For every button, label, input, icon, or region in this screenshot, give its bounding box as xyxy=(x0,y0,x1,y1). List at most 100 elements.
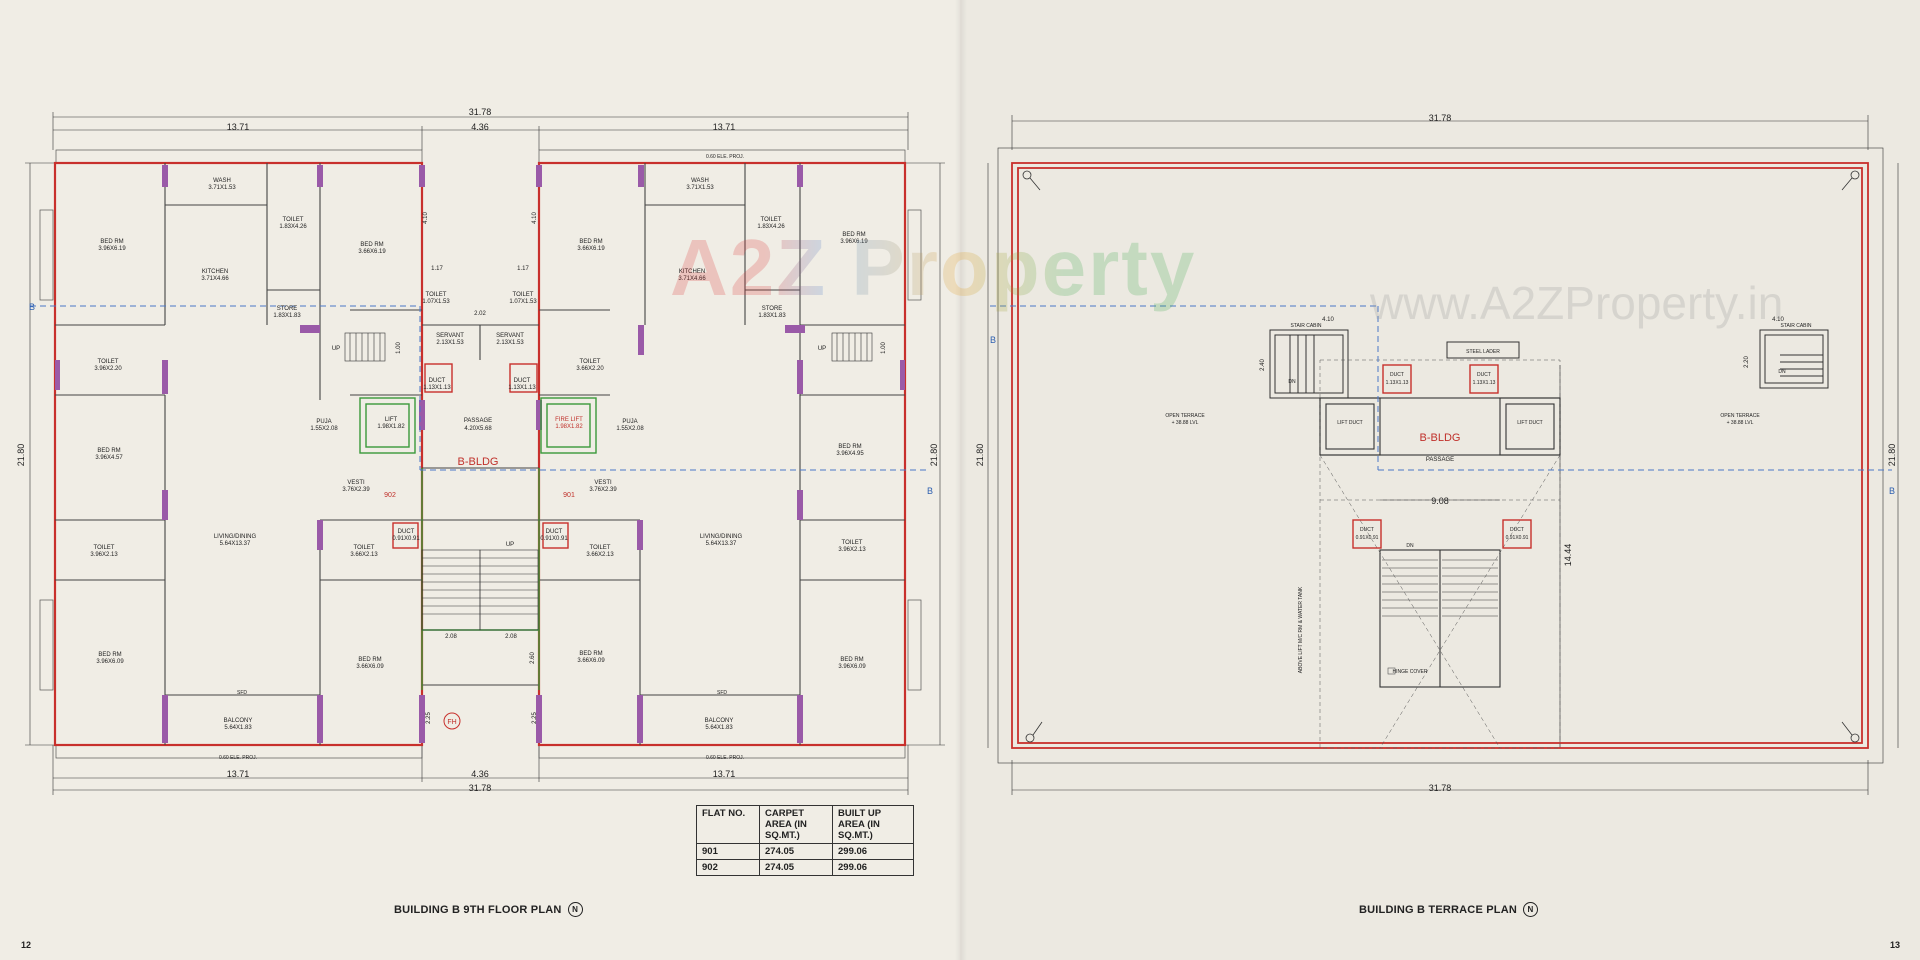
dim-100-right: 1.00 xyxy=(881,342,887,354)
room-size: 1.83X1.83 xyxy=(758,313,786,319)
terrace-section-marker-right: B xyxy=(1889,486,1895,496)
open-terrace-right-label: OPEN TERRACE + 38.88 LVL xyxy=(1720,413,1760,426)
room-size: 3.71X1.53 xyxy=(686,185,714,191)
north-arrow-icon: N xyxy=(567,902,583,917)
ninth-floor-plan-drawing: 31.78 13.71 4.36 13.71 13.71 4.36 13.71 … xyxy=(16,107,945,795)
room-size: 5.64X13.37 xyxy=(220,541,251,547)
flat-901-room-label: BED RM3.96X4.95 xyxy=(836,444,864,457)
open-terrace-left-label: OPEN TERRACE + 38.88 LVL xyxy=(1165,413,1205,426)
room-size: 1.55X2.08 xyxy=(310,426,338,432)
stair-cabin-label-right: STAIR CABIN xyxy=(1780,323,1811,329)
table-row: 902 274.05 299.06 xyxy=(696,859,914,876)
room-size: 3.96X6.09 xyxy=(838,664,866,670)
left-plan-title: BUILDING B 9TH FLOOR PLAN N xyxy=(394,902,583,917)
room-name: BALCONY xyxy=(224,718,253,724)
room-size: 2.13X1.53 xyxy=(436,340,464,346)
room-size: 3.71X4.66 xyxy=(201,276,229,282)
room-size: 3.66X6.09 xyxy=(577,658,605,664)
above-lift-label: ABOVE LIFT M/C RM & WATER TANK xyxy=(1298,586,1304,673)
room-name: BED RM xyxy=(838,444,861,450)
section-line xyxy=(30,305,930,471)
table-cell: 299.06 xyxy=(832,843,914,860)
room-name: BED RM xyxy=(97,448,120,454)
room-name: LIVING/DINING xyxy=(214,534,257,540)
room-size: 1.55X2.08 xyxy=(616,426,644,432)
page-number-left: 12 xyxy=(21,940,32,950)
room-name: BED RM xyxy=(579,239,602,245)
room-name: BED RM xyxy=(579,651,602,657)
table-header: FLAT NO. xyxy=(696,805,760,844)
structural-columns xyxy=(55,165,905,743)
dim-410-right: 4.10 xyxy=(532,212,538,224)
room-size: 3.76X2.39 xyxy=(589,487,617,493)
steel-ladder-label: STEEL LADER xyxy=(1466,349,1500,355)
room-size: 1.83X1.83 xyxy=(273,313,301,319)
room-size: 3.96X2.20 xyxy=(94,366,122,372)
table-header: CARPET AREA (IN SQ.MT.) xyxy=(759,805,833,844)
room-size: 3.66X6.19 xyxy=(577,246,605,252)
room-name: VESTI xyxy=(594,480,612,486)
terrace-dim-1444: 14.44 xyxy=(1563,544,1573,567)
terrace-dim-410-left: 4.10 xyxy=(1322,317,1334,323)
flat-901-room-label: BED RM3.96X6.19 xyxy=(840,232,868,245)
room-name: DUCT xyxy=(398,529,415,535)
room-name: VESTI xyxy=(347,480,365,486)
stair-up-core: UP xyxy=(506,542,514,548)
flat-902-room-label: BED RM3.96X6.09 xyxy=(96,652,124,665)
terrace-ducts xyxy=(1352,364,1532,549)
room-size: 1.83X4.26 xyxy=(279,224,307,230)
dim-core-width-bottom: 4.36 xyxy=(471,769,489,779)
dim-core-width: 4.36 xyxy=(471,122,489,132)
room-name: BED RM xyxy=(360,242,383,248)
room-size: 1.07X1.53 xyxy=(509,299,537,305)
room-size: 0.91X0.91 xyxy=(392,536,420,542)
dim-flat-width-left-bottom: 13.71 xyxy=(227,769,250,779)
top-dimension-lines xyxy=(25,112,945,795)
terrace-dim-908: 9.08 xyxy=(1431,496,1449,506)
svg-text:0.91X0.91: 0.91X0.91 xyxy=(1356,535,1379,541)
room-size: 1.83X4.26 xyxy=(757,224,785,230)
room-size: 5.64X1.83 xyxy=(224,725,252,731)
flat-area-table: FLAT NO. CARPET AREA (IN SQ.MT.) BUILT U… xyxy=(696,805,914,876)
room-size: 1.98X1.82 xyxy=(555,424,583,430)
room-size: 1.13X1.13 xyxy=(423,385,451,391)
svg-text:1.13X1.13: 1.13X1.13 xyxy=(1473,380,1496,386)
room-size: 3.66X6.19 xyxy=(358,249,386,255)
room-name: BALCONY xyxy=(705,718,734,724)
room-name: KITCHEN xyxy=(679,269,705,275)
svg-text:+ 38.88 LVL: + 38.88 LVL xyxy=(1172,420,1199,426)
room-name: PUJA xyxy=(622,419,637,425)
page-gutter xyxy=(955,0,967,960)
room-size: 3.71X1.53 xyxy=(208,185,236,191)
room-name: DUCT xyxy=(546,529,563,535)
interior-walls xyxy=(55,163,905,745)
flat-number-902: 902 xyxy=(384,492,396,499)
watermark-brand: A2Z Property xyxy=(670,223,1197,312)
room-name: STORE xyxy=(277,306,298,312)
dim-100-left: 1.00 xyxy=(396,342,402,354)
room-size: 0.91X0.91 xyxy=(540,536,568,542)
room-name: TOILET xyxy=(354,545,375,551)
proj-label-bottom-left: 0.60 ELE. PROJ. xyxy=(219,755,257,761)
terrace-dimension-lines xyxy=(987,115,1899,795)
room-name: SERVANT xyxy=(496,333,524,339)
terrace-duct-labels: DUCT 1.13X1.13 DUCT 1.13X1.13 DUCT 0.91X… xyxy=(1337,372,1542,541)
corner-drains xyxy=(1022,170,1860,743)
terrace-dn-right: DN xyxy=(1778,369,1786,375)
svg-text:0.91X0.91: 0.91X0.91 xyxy=(1506,535,1529,541)
terrace-dn-left: DN xyxy=(1288,379,1296,385)
